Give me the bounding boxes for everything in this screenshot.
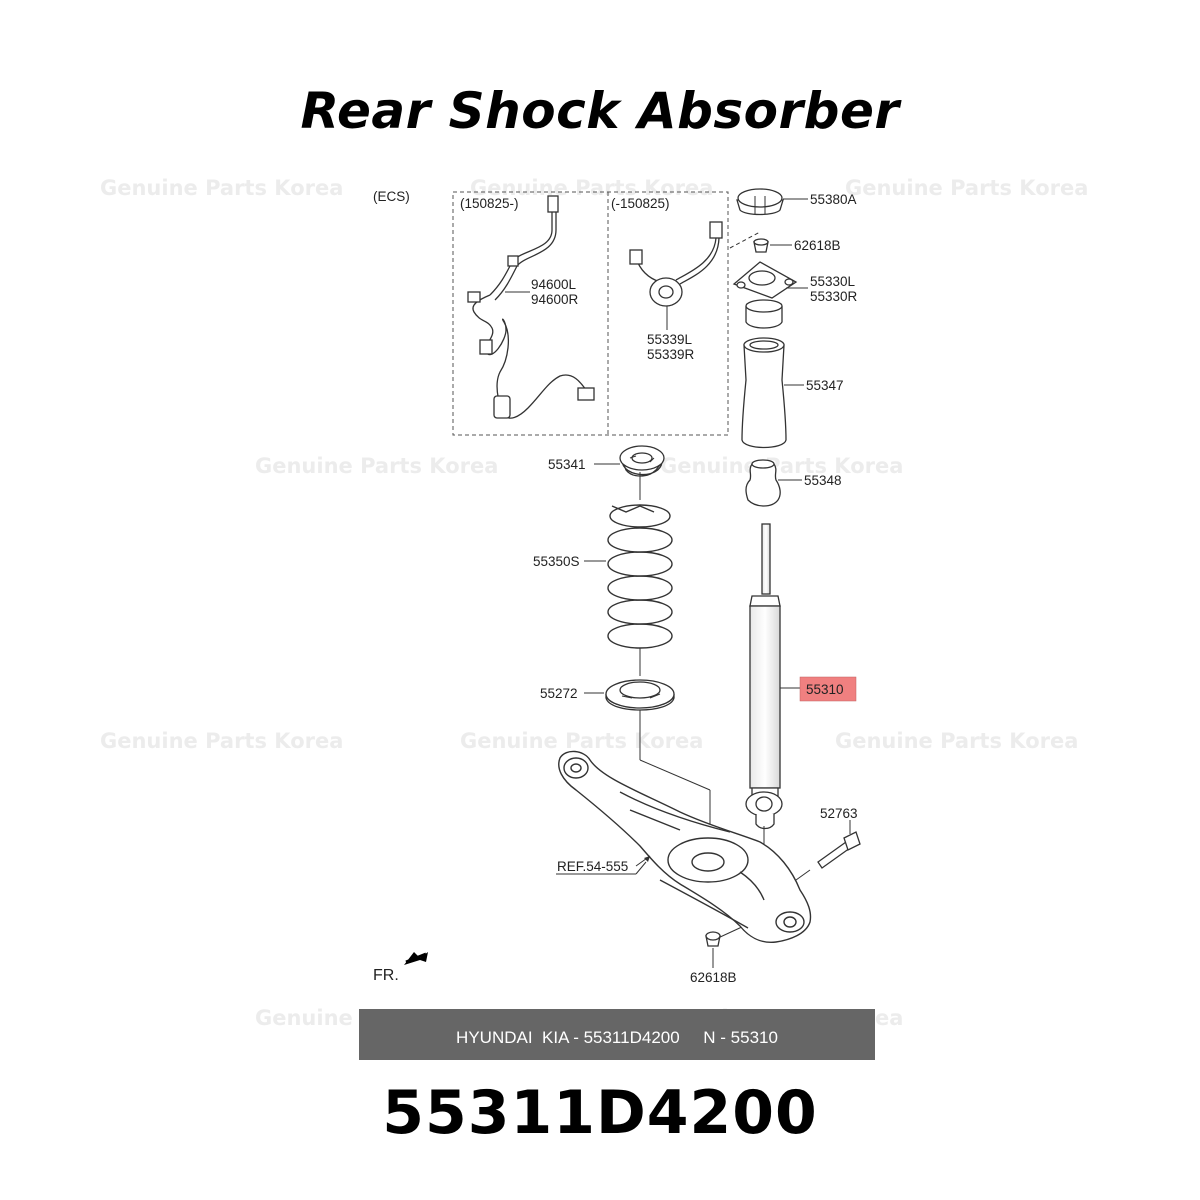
part-label-55341: 55341 [548, 457, 586, 472]
part-label-55339R: 55339R [647, 347, 695, 362]
front-arrow-icon [404, 952, 428, 965]
part-label-55380A: 55380A [810, 192, 857, 207]
part-label-55347: 55347 [806, 378, 844, 393]
part-label-94600R: 94600R [531, 292, 579, 307]
lower-control-arm [558, 750, 812, 943]
upper-spring-seat-55341 [619, 445, 665, 477]
shock-absorber-55310 [745, 523, 783, 830]
part-label-62618B-top: 62618B [794, 238, 841, 253]
wheel-speed-sensor-old [629, 221, 723, 307]
bolt-52763 [817, 831, 861, 869]
wheel-speed-sensor-new [467, 195, 595, 419]
part-label-55330R: 55330R [810, 289, 858, 304]
part-label-55272: 55272 [540, 686, 578, 701]
nut-62618B-bottom [705, 931, 721, 947]
nut-62618B-top [753, 238, 769, 253]
dust-cap-55380A [736, 188, 784, 216]
bump-stopper-55348 [745, 459, 781, 507]
part-label-55350S: 55350S [533, 554, 580, 569]
ref-label: REF.54-555 [557, 859, 628, 874]
ecs-label: (ECS) [373, 189, 410, 204]
part-number: 55311D4200 [382, 1078, 818, 1148]
part-label-55339L: 55339L [647, 332, 693, 347]
part-label-62618B-bottom: 62618B [690, 970, 737, 985]
page-title: Rear Shock Absorber [300, 82, 900, 140]
part-label-55330L: 55330L [810, 274, 856, 289]
part-label-94600L: 94600L [531, 277, 577, 292]
part-info-banner: HYUNDAI KIA - 55311D4200 N - 55310 [359, 1009, 875, 1060]
lower-spring-seat-55272 [605, 679, 675, 711]
part-label-55348: 55348 [804, 473, 842, 488]
part-label-52763: 52763 [820, 806, 858, 821]
group-label-new: (150825-) [460, 196, 519, 211]
front-direction-label: FR. [373, 967, 399, 984]
highlight-box-55310 [799, 676, 857, 702]
part-info-text: HYUNDAI KIA - 55311D4200 N - 55310 [456, 1028, 778, 1047]
coil-spring-55350S [607, 504, 673, 649]
strut-mount-55330 [732, 261, 798, 329]
part-label-55310: 55310 [806, 682, 844, 697]
sensor-group-box [452, 191, 729, 436]
group-label-old: (-150825) [611, 196, 670, 211]
dust-boot-55347 [741, 337, 787, 449]
